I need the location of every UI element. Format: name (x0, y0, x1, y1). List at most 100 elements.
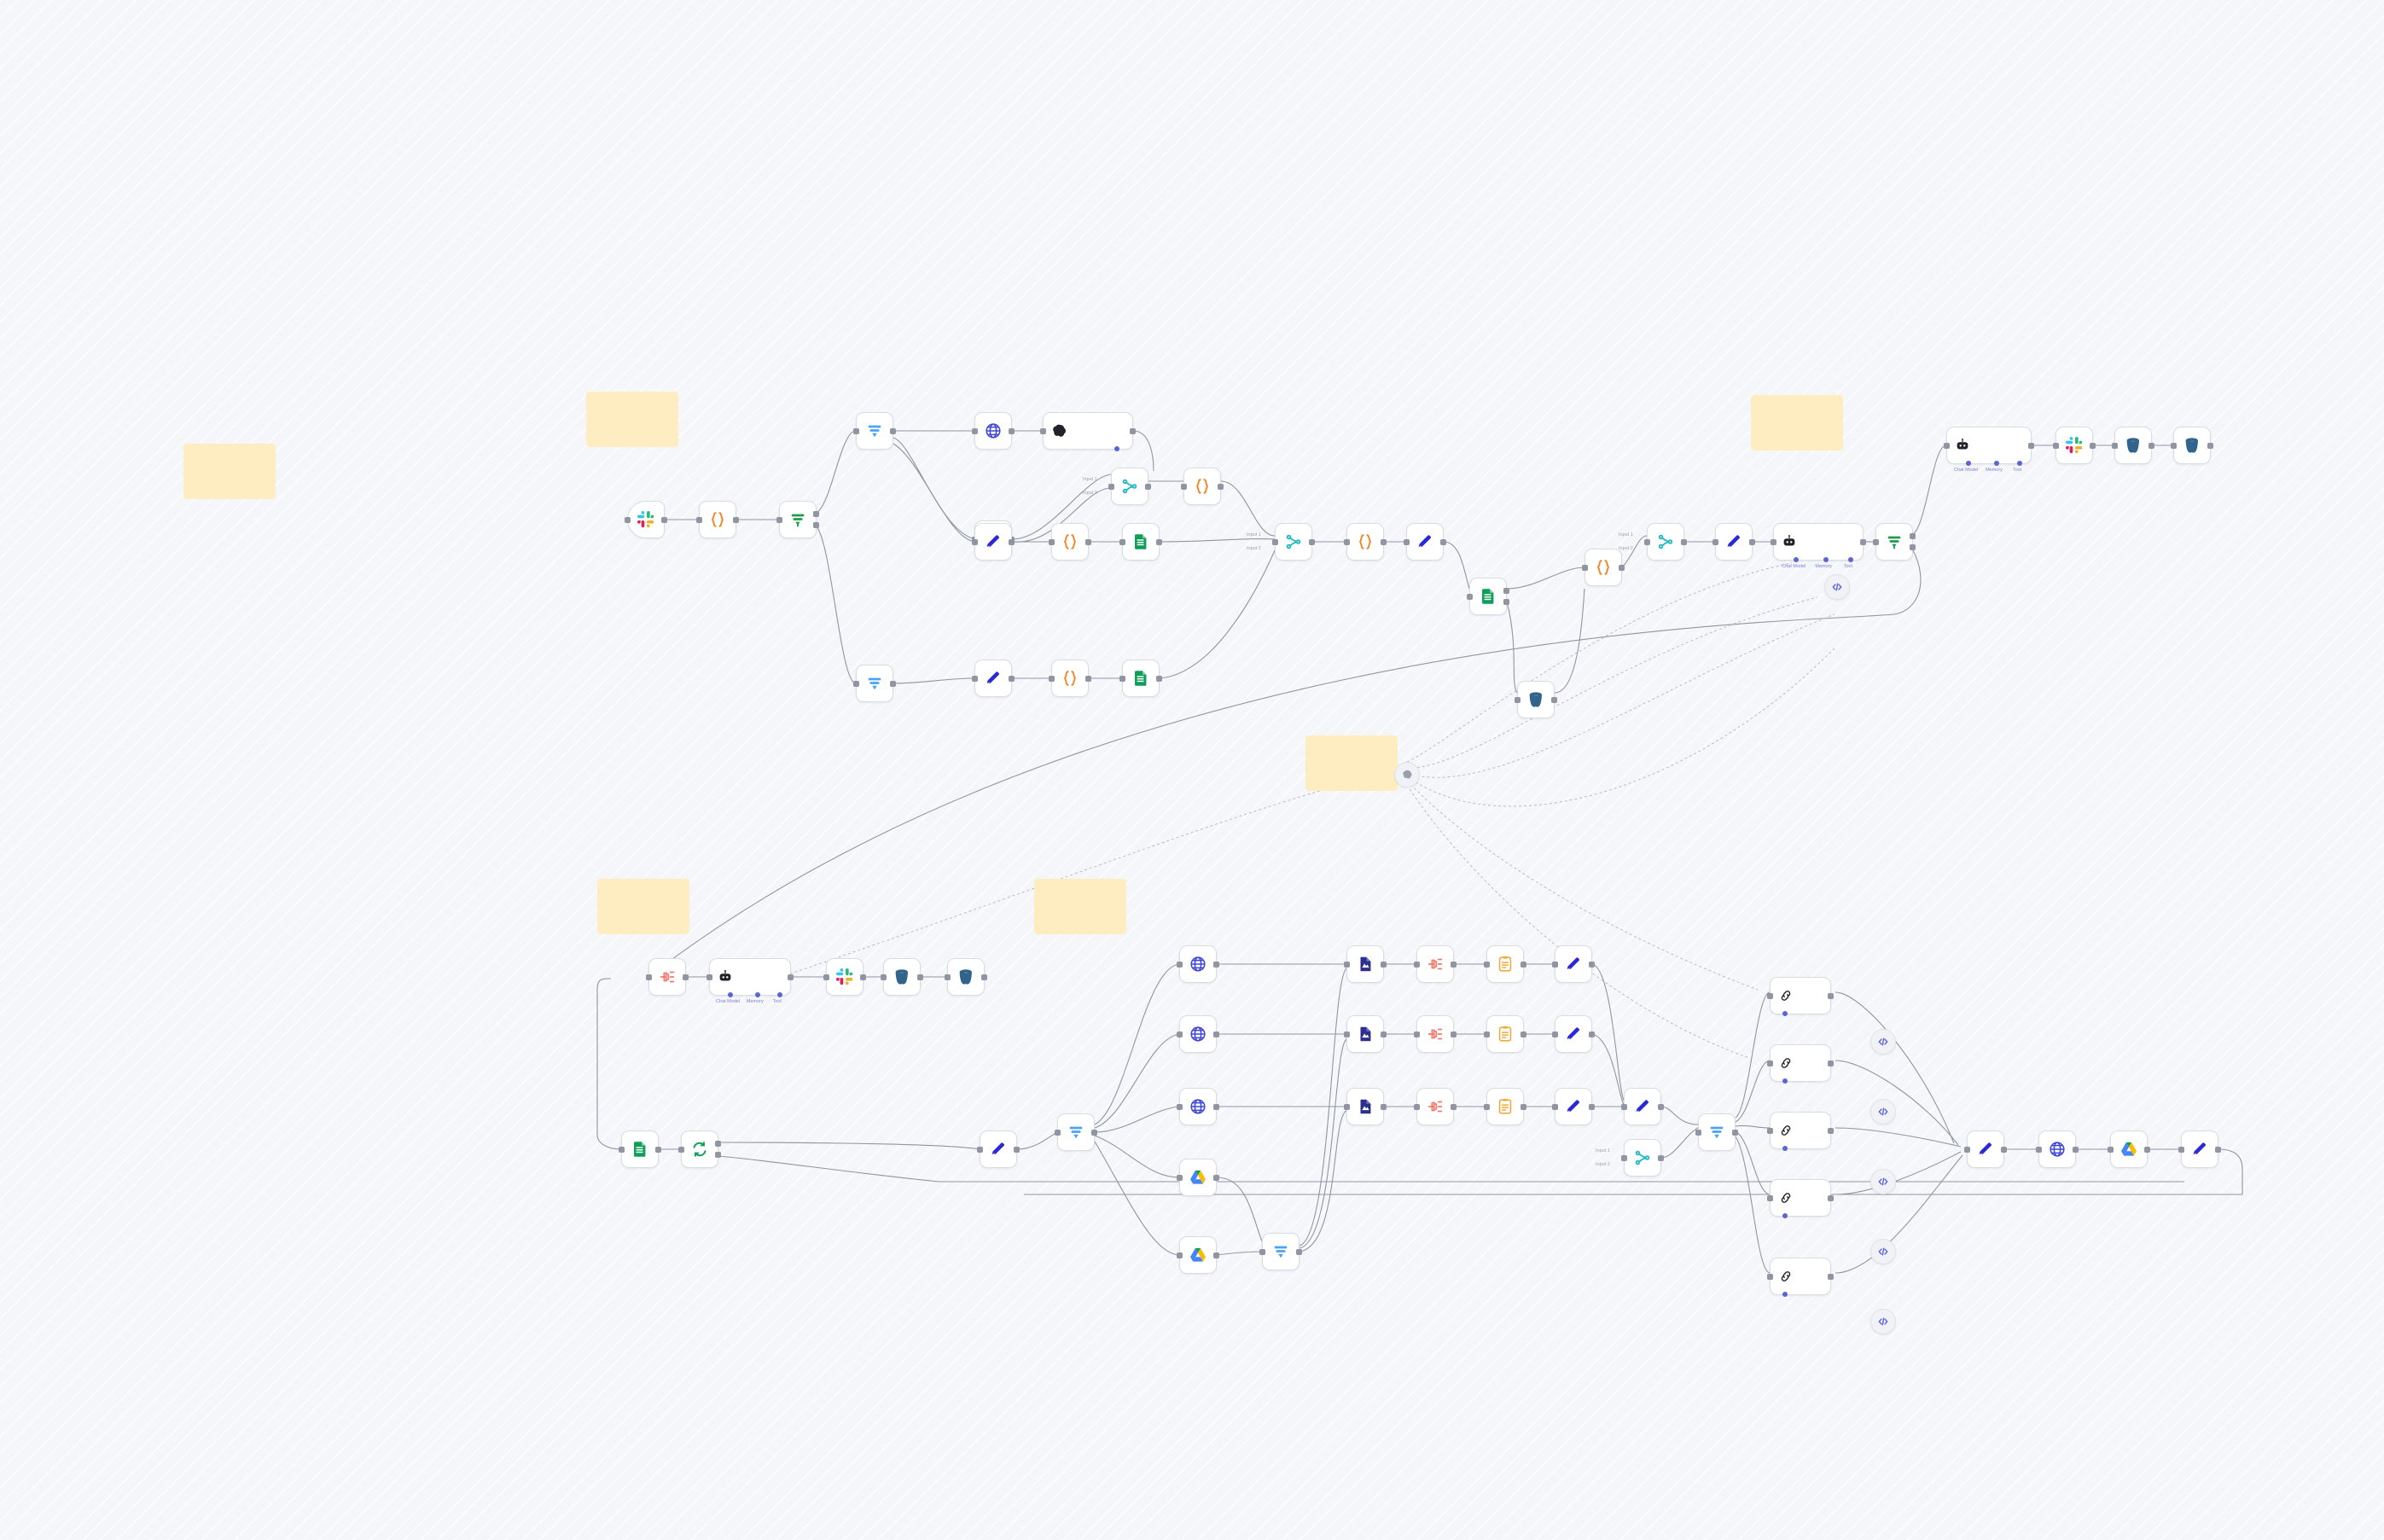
node-if-digest[interactable] (1873, 523, 1916, 561)
output-port[interactable] (1145, 483, 1151, 490)
input-port[interactable] (1582, 564, 1588, 571)
output-port[interactable] (1213, 1174, 1219, 1181)
output-port[interactable] (1381, 1031, 1387, 1037)
output-port[interactable] (1828, 1060, 1834, 1066)
output-port[interactable] (2001, 1146, 2007, 1153)
sub-connection-port[interactable] (1114, 446, 1119, 451)
node-download-file4[interactable] (1177, 1088, 1219, 1125)
sticky-6[interactable] (1034, 879, 1126, 934)
output-port[interactable] (1828, 1127, 1834, 1134)
node-structured-output-parser1[interactable] (1870, 1029, 1896, 1055)
input-port[interactable] (1621, 1154, 1627, 1161)
node-edit-fields6[interactable] (1552, 945, 1595, 983)
output-port[interactable] (890, 427, 896, 434)
output-port[interactable] (1440, 538, 1446, 545)
node-aggregate1-top[interactable] (646, 958, 689, 996)
node-message-user[interactable] (823, 958, 866, 996)
node-process-spreadsheet-links[interactable] (977, 1130, 1020, 1168)
node-extract-from-excel[interactable] (1344, 945, 1387, 983)
node-combine-all-content[interactable] (1582, 549, 1625, 586)
input-port[interactable] (823, 973, 829, 980)
node-openai-message[interactable] (1040, 412, 1136, 451)
node-summarize[interactable] (1484, 1015, 1526, 1053)
sticky-2[interactable] (586, 392, 678, 447)
output-port[interactable] (1218, 483, 1224, 490)
node-bubble-chart[interactable] (1767, 1179, 1834, 1218)
output-port[interactable] (1213, 1031, 1219, 1037)
output-port[interactable] (1009, 427, 1015, 434)
node-switch3[interactable] (853, 665, 896, 702)
node-loop-over-items[interactable] (678, 1130, 721, 1168)
input-port[interactable] (2036, 1146, 2042, 1153)
output-port[interactable] (1551, 696, 1557, 703)
input-port[interactable] (1767, 1127, 1773, 1134)
node-update-thread-session1[interactable] (881, 958, 923, 996)
node-download-file7[interactable] (1177, 1236, 1219, 1274)
node-structured-output-parser[interactable] (1824, 574, 1850, 600)
node-structured-output-parser5[interactable] (1870, 1309, 1896, 1334)
output-port[interactable] (2215, 1146, 2221, 1153)
sub-connection-port[interactable] (1823, 557, 1829, 562)
output-port[interactable] (1156, 675, 1162, 682)
node-pull-thread-context[interactable] (1515, 681, 1557, 718)
output-port[interactable] (1009, 675, 1015, 682)
input-port[interactable] (1695, 1129, 1701, 1136)
node-process-drive-links[interactable] (972, 660, 1015, 697)
input-port[interactable] (1177, 961, 1183, 968)
sticky-1[interactable] (183, 444, 276, 499)
sticky-3[interactable] (1751, 395, 1843, 450)
input-port[interactable] (972, 427, 978, 434)
sub-connection-port[interactable] (1782, 1213, 1788, 1218)
node-upload-file[interactable] (2108, 1130, 2150, 1168)
node-http-request[interactable] (2036, 1130, 2079, 1168)
input-port[interactable] (1484, 1103, 1490, 1110)
output-port[interactable] (1213, 1103, 1219, 1110)
node-landmark[interactable] (1712, 523, 1755, 561)
output-port[interactable] (1749, 538, 1755, 545)
input-port[interactable] (1344, 538, 1350, 545)
input-port[interactable] (2108, 1146, 2114, 1153)
output-port[interactable] (2090, 442, 2096, 449)
input-port[interactable] (646, 973, 652, 980)
output-port[interactable] (1589, 961, 1595, 968)
output-port[interactable] (1521, 1031, 1526, 1037)
node-extract-from-file1[interactable] (1344, 1088, 1387, 1125)
node-set-titles-links[interactable] (2178, 1130, 2221, 1168)
input-port[interactable] (1767, 992, 1773, 999)
output-port[interactable] (683, 973, 689, 980)
input-port[interactable] (1040, 427, 1046, 434)
output-port[interactable] (813, 510, 819, 517)
node-combine-text-input[interactable] (1181, 468, 1224, 505)
input-port[interactable] (972, 675, 978, 682)
output-port[interactable] (890, 680, 896, 687)
node-parse-links-3[interactable] (1049, 660, 1091, 697)
node-model-47-mini[interactable] (1394, 762, 1420, 787)
output-port[interactable] (1860, 538, 1866, 545)
node-message-user-1[interactable] (2053, 427, 2096, 464)
output-port[interactable] (981, 973, 987, 980)
output-port[interactable] (1091, 1129, 1097, 1136)
output-port[interactable] (1213, 1252, 1219, 1258)
sub-connection-port[interactable] (1847, 557, 1853, 562)
output-port[interactable] (715, 1140, 721, 1147)
input-port[interactable] (1181, 483, 1187, 490)
input-port[interactable] (1177, 1103, 1183, 1110)
node-aggregate1[interactable] (1414, 945, 1457, 983)
node-parse-links-1[interactable] (1049, 523, 1091, 561)
output-port[interactable] (1085, 538, 1091, 545)
sub-connection-port[interactable] (1794, 557, 1800, 562)
output-port[interactable] (1381, 1103, 1387, 1110)
node-set-landmark[interactable] (1621, 1088, 1664, 1125)
node-summarize1[interactable] (1484, 945, 1526, 983)
output-port[interactable] (1381, 538, 1387, 545)
sub-connection-port[interactable] (1782, 1011, 1788, 1016)
output-port[interactable] (1828, 1194, 1834, 1201)
input-port[interactable] (1767, 1273, 1773, 1280)
node-initial-processing[interactable] (696, 501, 739, 538)
output-port[interactable] (1451, 961, 1457, 968)
output-port[interactable] (1503, 587, 1509, 594)
